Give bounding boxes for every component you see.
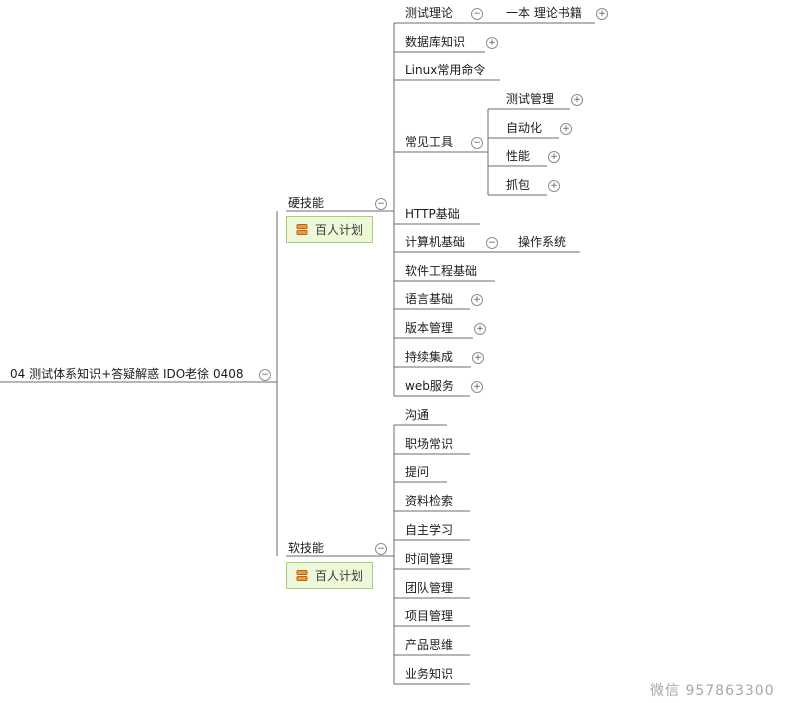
collapse-toggle-test-theory[interactable]: −: [471, 8, 483, 20]
node-team-management[interactable]: 团队管理: [405, 581, 454, 595]
node-time-management[interactable]: 时间管理: [405, 552, 454, 566]
node-packet-capture[interactable]: 抓包: [506, 178, 531, 192]
watermark: 微信 957863300: [650, 683, 775, 699]
node-computer-basics[interactable]: 计算机基础: [405, 235, 466, 249]
node-database-knowledge[interactable]: 数据库知识: [405, 35, 466, 49]
expand-toggle-test-management[interactable]: +: [571, 94, 583, 106]
expand-toggle-continuous-integration[interactable]: +: [472, 352, 484, 364]
node-language-basics[interactable]: 语言基础: [405, 292, 454, 306]
node-http-basics[interactable]: HTTP基础: [405, 207, 460, 221]
expand-toggle-language-basics[interactable]: +: [471, 294, 483, 306]
node-product-thinking[interactable]: 产品思维: [405, 638, 454, 652]
collapse-toggle-root[interactable]: −: [259, 369, 271, 381]
expand-toggle-performance[interactable]: +: [548, 151, 560, 163]
collapse-toggle-common-tools[interactable]: −: [471, 137, 483, 149]
node-test-theory[interactable]: 测试理论: [405, 6, 454, 20]
node-test-management[interactable]: 测试管理: [506, 92, 555, 106]
node-workplace-common-sense[interactable]: 职场常识: [405, 437, 454, 451]
collapse-toggle-soft[interactable]: −: [375, 543, 387, 555]
node-asking-questions[interactable]: 提问: [405, 465, 430, 479]
root-node[interactable]: 04 测试体系知识+答疑解惑 IDO老徐 0408: [10, 367, 244, 381]
node-info-retrieval[interactable]: 资料检索: [405, 494, 454, 508]
tag-soft-label: 百人计划: [315, 569, 364, 583]
tag-hard-label: 百人计划: [315, 223, 364, 237]
collapse-toggle-hard[interactable]: −: [375, 198, 387, 210]
node-version-control[interactable]: 版本管理: [405, 321, 454, 335]
node-self-learning[interactable]: 自主学习: [405, 523, 454, 537]
collapse-toggle-computer-basics[interactable]: −: [486, 237, 498, 249]
node-project-management[interactable]: 项目管理: [405, 609, 454, 623]
node-communication[interactable]: 沟通: [405, 408, 430, 422]
node-operating-system[interactable]: 操作系统: [518, 235, 567, 249]
branch-soft-skills[interactable]: 软技能: [288, 541, 325, 555]
marker-icon: [296, 570, 308, 581]
expand-toggle-theory-book[interactable]: +: [596, 8, 608, 20]
node-common-tools[interactable]: 常见工具: [405, 135, 454, 149]
node-web-service[interactable]: web服务: [405, 379, 454, 393]
node-performance[interactable]: 性能: [506, 149, 531, 163]
branch-hard-skills[interactable]: 硬技能: [288, 196, 325, 210]
node-automation[interactable]: 自动化: [506, 121, 543, 135]
marker-icon: [296, 224, 308, 235]
node-continuous-integration[interactable]: 持续集成: [405, 350, 454, 364]
tag-hard-plan[interactable]: 百人计划: [286, 216, 374, 243]
tag-soft-plan[interactable]: 百人计划: [286, 562, 374, 589]
expand-toggle-database[interactable]: +: [486, 37, 498, 49]
node-linux-commands[interactable]: Linux常用命令: [405, 63, 486, 77]
expand-toggle-web-service[interactable]: +: [471, 381, 483, 393]
expand-toggle-version-control[interactable]: +: [474, 323, 486, 335]
node-software-engineering[interactable]: 软件工程基础: [405, 264, 478, 278]
expand-toggle-packet-capture[interactable]: +: [548, 180, 560, 192]
expand-toggle-automation[interactable]: +: [560, 123, 572, 135]
node-business-knowledge[interactable]: 业务知识: [405, 667, 454, 681]
node-theory-book[interactable]: 一本 理论书籍: [506, 6, 582, 20]
